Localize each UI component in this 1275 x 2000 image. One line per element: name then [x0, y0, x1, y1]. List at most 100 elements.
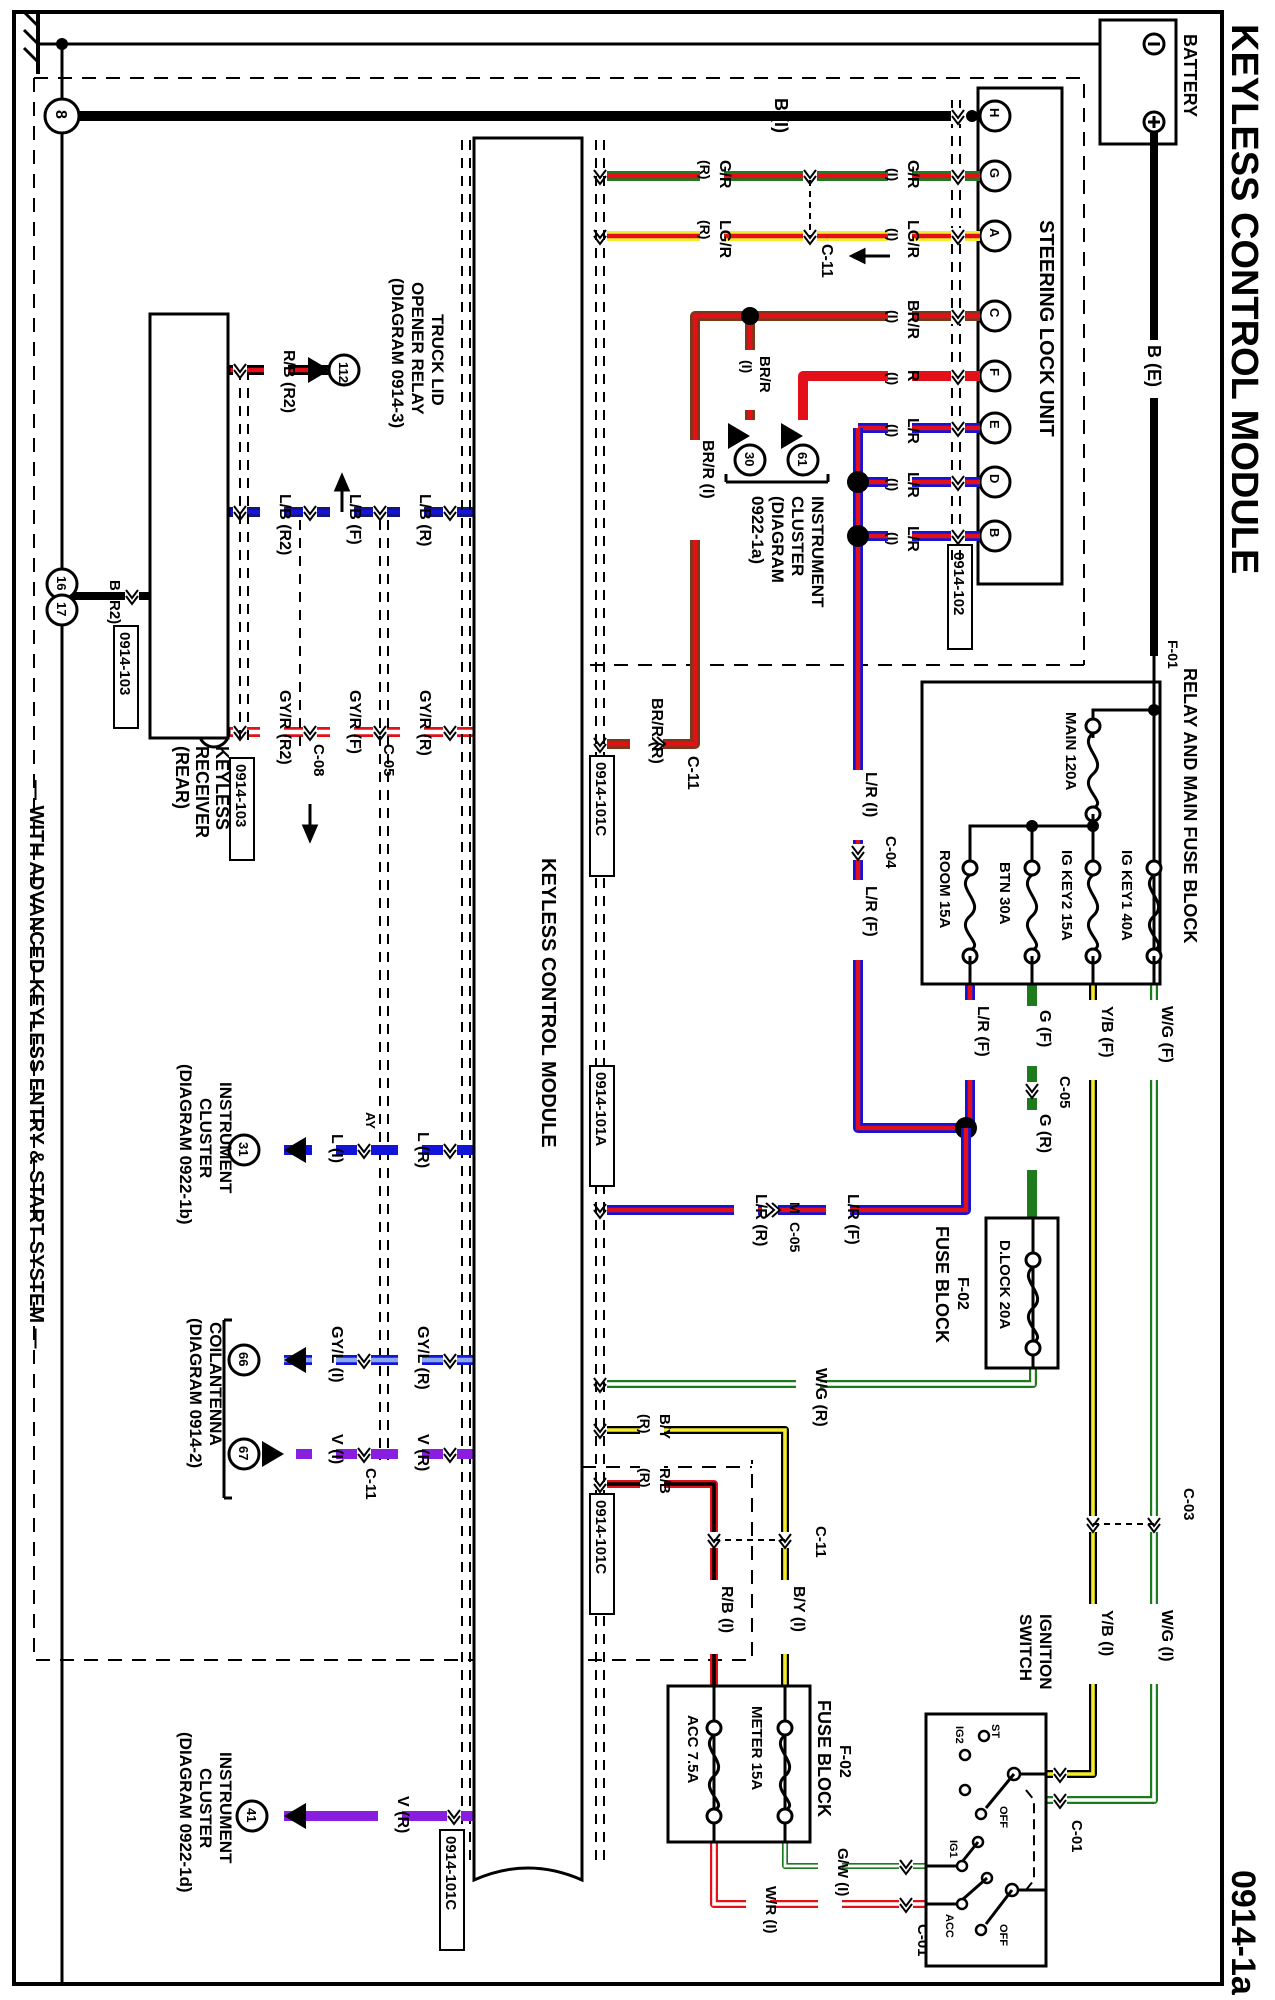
- connector-chevron: [951, 421, 965, 438]
- dest-pin-112: 112: [327, 353, 361, 387]
- connector-chevron: [951, 529, 965, 546]
- connector-c03: C-03: [1180, 1488, 1197, 1521]
- wire-label-i: (I): [885, 168, 901, 181]
- svg-text:ACC: ACC: [943, 1914, 955, 1938]
- slu-pin-B: B: [978, 519, 1012, 553]
- pin-label: D: [987, 474, 1002, 483]
- wire-label-gw-i: G/W (I): [834, 1848, 851, 1896]
- label-gap: [846, 880, 870, 960]
- connector-chevron: [851, 845, 865, 862]
- connector-chevron: [765, 1202, 782, 1218]
- connector-c08: C-08: [310, 744, 327, 777]
- wire-lr-main-stripe: [855, 428, 966, 1131]
- connector-chevron: [951, 109, 965, 126]
- wire-label-gyr-r: GY/R (R): [416, 690, 433, 756]
- wire-b-y-base: [600, 1426, 789, 1686]
- connector-chevron: [899, 1859, 913, 1876]
- label-gap: [686, 440, 706, 540]
- conn-e-rx: [125, 588, 139, 606]
- svg-text:OFF: OFF: [997, 1924, 1009, 1946]
- pin-label: F: [987, 368, 1002, 376]
- slu-pin-F: F: [978, 359, 1012, 393]
- conn-c11-gyl: [357, 1352, 371, 1370]
- pin-circle: [978, 359, 1012, 393]
- label-gap: [746, 1884, 770, 1954]
- wire-label-g-f: G (F): [1036, 1010, 1053, 1047]
- label-gap: [740, 350, 762, 410]
- label-gap: [260, 686, 284, 756]
- conn-lr-0: [951, 420, 965, 438]
- ref-box-0914-102: [947, 544, 973, 650]
- wire-label-lr: L/R: [904, 472, 921, 498]
- wire-label-lr-r: L/R (R): [752, 1194, 769, 1246]
- label-gap: [774, 1580, 798, 1654]
- ref-0914-101A-1: 0914-101A: [592, 1072, 609, 1146]
- pin-circle: [235, 1799, 269, 1833]
- label-gap: [888, 520, 912, 570]
- wire-label-lgr-r: LG/R: [716, 220, 733, 259]
- conn-c01-gw: [899, 1858, 913, 1876]
- label-gap: [700, 158, 724, 218]
- wire-label-brr: BR/R: [904, 300, 921, 340]
- label-gap: [1020, 1110, 1044, 1170]
- wire-label-b-e: B (E): [1144, 345, 1164, 387]
- connector-chevron: [443, 1353, 457, 1370]
- conn-c-rx: [233, 362, 247, 380]
- wire-label-v-r2: V (R): [394, 1796, 411, 1833]
- pin-circle: [227, 1437, 261, 1471]
- fuse-room: ROOM 15A: [936, 850, 953, 929]
- keyless-receiver: KEYLESS RECEIVER (REAR): [148, 312, 232, 838]
- pin-label: 16: [54, 576, 69, 590]
- wire-label-lr-f3: L/R (F): [844, 1194, 861, 1245]
- dest-pin-67: 67: [227, 1437, 261, 1471]
- wire-label-wg-f: W/G (F): [1158, 1006, 1175, 1063]
- pin-label: H: [987, 108, 1002, 117]
- dest-ic1d-l2: CLUSTER: [196, 1768, 215, 1848]
- arrow-31: [284, 1137, 306, 1163]
- connector-chevron: [1086, 1517, 1100, 1534]
- label-gap: [398, 1326, 422, 1402]
- fuse-ig-key2: IG KEY2 15A: [1058, 850, 1075, 941]
- dest-pin-41: 41: [235, 1799, 269, 1833]
- label-gap: [700, 216, 724, 290]
- connector-chevron: [1025, 1083, 1039, 1100]
- wire-w-g: [1046, 984, 1158, 1804]
- fuse-ig-key1: IG KEY1 40A: [1118, 850, 1135, 941]
- conn-lr-2: [951, 528, 965, 546]
- ref-box-0: [589, 755, 615, 877]
- wire-r-b-base: [600, 1480, 718, 1686]
- wire-label-gyl-i: GY/L (I): [328, 1326, 345, 1383]
- dest-truck-lid-l2: OPENER RELAY: [408, 282, 427, 415]
- arrow-61: [781, 423, 803, 449]
- wire-r: [798, 371, 980, 420]
- pin-circle: [45, 593, 79, 627]
- ref-0914-103-d: 0914-103: [232, 764, 249, 827]
- wire-label-b-i: B (I): [771, 98, 791, 133]
- dest-pin-66: 66: [227, 1343, 261, 1377]
- dest-ic1a-l1: INSTRUMENT: [808, 496, 827, 608]
- wire-label-i: (I): [885, 424, 901, 437]
- connector-chevron: [443, 505, 457, 522]
- label-gap: [1082, 1000, 1106, 1080]
- pin-label: E: [987, 420, 1002, 429]
- wire-label-r: (R): [637, 1414, 653, 1433]
- wire-label-wg-r: W/G (R): [812, 1368, 829, 1427]
- connector-chevron: [707, 1533, 721, 1550]
- connector-chevron: [357, 1447, 371, 1464]
- connector-chevron: [125, 589, 139, 606]
- dest-ic1a-l3: (DIAGRAM: [768, 496, 787, 583]
- conn-lr-1: [951, 474, 965, 492]
- fuse-block-dlock-id: F-02: [954, 1277, 971, 1310]
- conn-a: [951, 228, 965, 246]
- keyless-control-module: KEYLESS CONTROL MODULE: [472, 136, 584, 1883]
- pin-label: A: [987, 228, 1002, 238]
- pin-circle: [733, 443, 767, 477]
- ref-box-0914-103-d: [229, 757, 255, 861]
- label-gap: [818, 1846, 842, 1916]
- wire-label-yb-i: Y/B (I): [1098, 1610, 1115, 1656]
- ground-pin-17: 17: [45, 593, 79, 627]
- pin-label: G: [987, 168, 1002, 178]
- page-number: 0914-1a: [1224, 1870, 1262, 1996]
- wire-label-i: (I): [739, 360, 755, 373]
